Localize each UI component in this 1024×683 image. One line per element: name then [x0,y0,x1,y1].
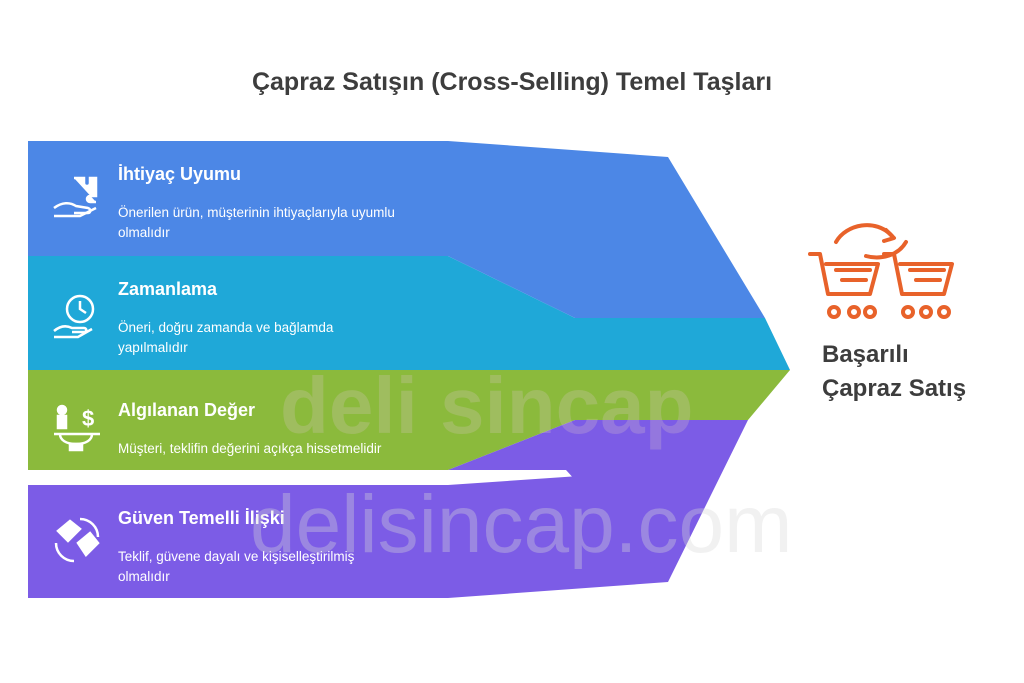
result-line1: Başarılı [822,341,909,368]
band-1-title: İhtiyaç Uyumu [118,164,242,184]
band-2-desc-line1: Öneri, doğru zamanda ve bağlamda [118,320,334,335]
band-3-desc: Müşteri, teklifin değerini açıkça hisset… [118,439,458,459]
scale-dollar-icon: $ [50,400,104,454]
band-2-desc: Öneri, doğru zamanda ve bağlamda yapılma… [118,318,458,358]
band-1-text: İhtiyaç Uyumu Önerilen ürün, müşterinin … [118,164,458,243]
band-3-desc-line1: Müşteri, teklifin değerini açıkça hisset… [118,441,382,456]
svg-text:$: $ [82,406,94,431]
band-4-desc-line1: Teklif, güvene dayalı ve kişiselleştiril… [118,549,355,564]
band-1-desc: Önerilen ürün, müşterinin ihtiyaçlarıyla… [118,203,458,243]
handshake-icon [50,513,104,567]
band-4-desc: Teklif, güvene dayalı ve kişiselleştiril… [118,547,458,587]
band-2-title: Zamanlama [118,279,218,299]
band-4-shape [28,470,668,598]
diagram-title: Çapraz Satışın (Cross-Selling) Temel Taş… [251,68,773,96]
band-1-desc-line2: olmalıdır [118,225,170,240]
band-2-text: Zamanlama Öneri, doğru zamanda ve bağlam… [118,279,458,358]
puzzle-hand-icon [50,170,104,224]
band-2-desc-line2: yapılmalıdır [118,340,188,355]
band-3-text: Algılanan Değer Müşteri, teklifin değeri… [118,400,458,459]
band-2-shape [28,256,790,370]
band-4-text: Güven Temelli İlişki Teklif, güvene daya… [118,508,458,587]
shopping-carts-icon [806,210,956,330]
clock-hand-icon [50,287,104,341]
band-4-title: Güven Temelli İlişki [118,508,285,528]
band-1-shape [28,141,765,318]
band-4-desc-line2: olmalıdır [118,569,170,584]
band-1-desc-line1: Önerilen ürün, müşterinin ihtiyaçlarıyla… [118,205,395,220]
result-line2: Çapraz Satış [822,375,967,402]
band-3-title: Algılanan Değer [118,400,256,420]
result-label: Başarılı Çapraz Satış [822,338,966,406]
band-3-shape [28,370,790,470]
band-4-tip [566,470,668,582]
band-4-wedge [448,420,748,582]
